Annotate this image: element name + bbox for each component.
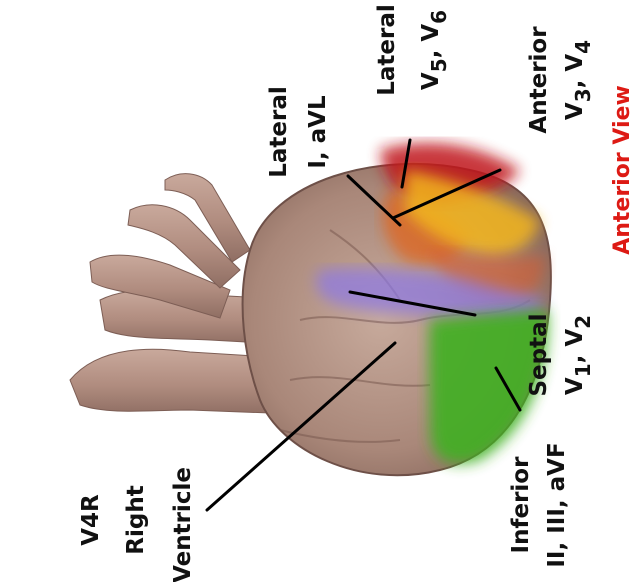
heart-illustration bbox=[70, 143, 551, 475]
inferior-name: Inferior bbox=[508, 456, 534, 554]
label-lateral-low: Lateral V5, V6 bbox=[374, 4, 451, 96]
anterior-name: Anterior bbox=[526, 26, 552, 134]
lateral-low-name: Lateral bbox=[374, 4, 400, 96]
label-anterior: Anterior V3, V4 bbox=[526, 26, 595, 134]
lateral-high-name: Lateral bbox=[266, 86, 292, 178]
label-septal: Septal V1, V2 bbox=[526, 313, 595, 396]
view-title: Anterior View bbox=[610, 85, 635, 255]
right-ventricle-line2: Right bbox=[123, 485, 149, 554]
right-ventricle-line1: V4R bbox=[78, 494, 104, 546]
anterior-leads: V3, V4 bbox=[562, 40, 595, 120]
lateral-low-leads: V5, V6 bbox=[418, 10, 451, 90]
label-inferior: Inferior II, III, aVF bbox=[508, 442, 570, 567]
label-right-ventricle: V4R Right Ventricle bbox=[78, 467, 196, 582]
label-lateral-high: Lateral I, aVL bbox=[266, 86, 331, 178]
lateral-high-leads: I, aVL bbox=[305, 95, 331, 169]
inferior-leads: II, III, aVF bbox=[544, 442, 570, 567]
right-ventricle-line3: Ventricle bbox=[170, 467, 196, 582]
view-title-text: Anterior View bbox=[610, 85, 635, 255]
septal-leads: V1, V2 bbox=[562, 315, 595, 395]
septal-name: Septal bbox=[526, 313, 552, 396]
